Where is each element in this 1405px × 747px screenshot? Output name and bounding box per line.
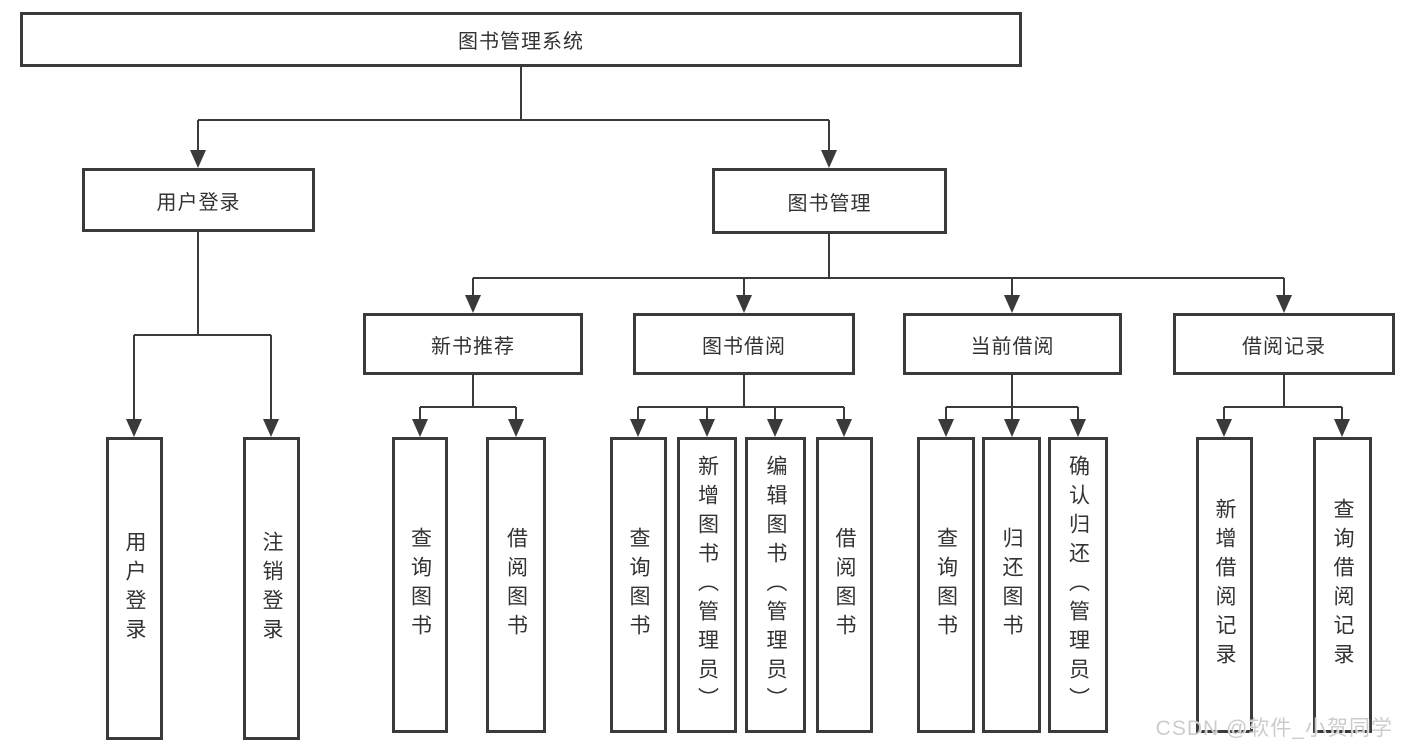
leaf-return-book: 归还图书 <box>982 437 1041 733</box>
leaf-query-book-1: 查询图书 <box>392 437 448 733</box>
leaf-query-book-2-label: 查询图书 <box>627 527 650 643</box>
node-new-book-recommend-label: 新书推荐 <box>431 335 515 358</box>
node-user-login: 用户登录 <box>82 168 315 232</box>
leaf-borrow-book-1: 借阅图书 <box>486 437 546 733</box>
node-book-borrow-label: 图书借阅 <box>702 335 786 358</box>
leaf-borrow-book-1-label: 借阅图书 <box>504 527 528 643</box>
node-borrow-record: 借阅记录 <box>1173 313 1395 375</box>
leaf-add-borrow-record: 新增借阅记录 <box>1196 437 1253 733</box>
leaf-edit-book-admin-label: 编辑图书（管理员） <box>764 454 787 716</box>
leaf-query-borrow-record: 查询借阅记录 <box>1313 437 1372 733</box>
leaf-query-book-2: 查询图书 <box>610 437 667 733</box>
node-book-management: 图书管理 <box>712 168 947 234</box>
leaf-edit-book-admin: 编辑图书（管理员） <box>745 437 806 733</box>
leaf-logout: 注销登录 <box>243 437 300 740</box>
arrowheads <box>126 150 1350 437</box>
leaf-user-login-label: 用户登录 <box>123 530 146 647</box>
node-library-system: 图书管理系统 <box>20 12 1022 67</box>
leaf-borrow-book-2: 借阅图书 <box>816 437 873 733</box>
leaf-add-book-admin: 新增图书（管理员） <box>677 437 737 733</box>
node-library-system-label: 图书管理系统 <box>458 31 584 53</box>
leaf-logout-label: 注销登录 <box>260 530 283 647</box>
node-user-login-label: 用户登录 <box>156 191 241 214</box>
leaf-query-book-3: 查询图书 <box>917 437 975 733</box>
leaf-query-borrow-record-label: 查询借阅记录 <box>1331 498 1354 672</box>
watermark: CSDN @软件_小贺同学 <box>1155 717 1393 740</box>
leaf-add-borrow-record-label: 新增借阅记录 <box>1213 498 1236 672</box>
leaf-query-book-1-label: 查询图书 <box>408 527 432 643</box>
leaf-confirm-return-admin-label: 确认归还（管理员） <box>1066 454 1090 716</box>
node-current-borrow: 当前借阅 <box>903 313 1122 375</box>
leaf-borrow-book-2-label: 借阅图书 <box>833 527 856 643</box>
node-borrow-record-label: 借阅记录 <box>1242 335 1326 358</box>
node-book-borrow: 图书借阅 <box>633 313 855 375</box>
leaf-query-book-3-label: 查询图书 <box>934 527 958 643</box>
leaf-return-book-label: 归还图书 <box>1000 527 1023 643</box>
node-new-book-recommend: 新书推荐 <box>363 313 583 375</box>
leaf-user-login: 用户登录 <box>106 437 163 740</box>
leaf-add-book-admin-label: 新增图书（管理员） <box>695 454 719 716</box>
leaf-confirm-return-admin: 确认归还（管理员） <box>1048 437 1108 733</box>
node-current-borrow-label: 当前借阅 <box>970 335 1055 358</box>
node-book-management-label: 图书管理 <box>787 192 872 215</box>
